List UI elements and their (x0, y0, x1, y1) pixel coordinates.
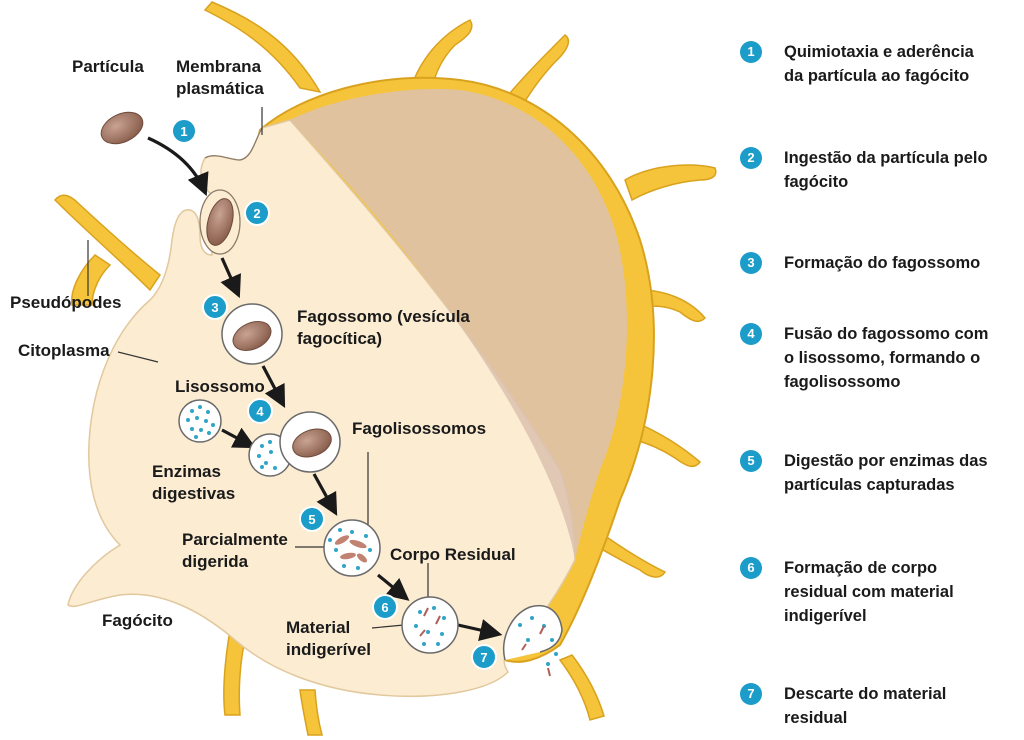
label-particula: Partícula (72, 56, 144, 78)
legend-badge-6: 6 (740, 557, 762, 579)
step-badge-2: 2 (245, 201, 269, 225)
label-fagolisossomos: Fagolisossomos (352, 418, 486, 440)
step-badge-5-text: 5 (308, 512, 315, 527)
legend-badge-7: 7 (740, 683, 762, 705)
legend-text-1: Quimiotaxia e aderência da partícula ao … (784, 40, 1024, 88)
particle-free (96, 106, 148, 150)
label-corpo-residual: Corpo Residual (390, 544, 516, 566)
residual-body (402, 597, 458, 653)
label-enzimas-digestivas: Enzimas digestivas (152, 461, 235, 505)
lysosome (179, 400, 221, 442)
step-badge-4-text: 4 (256, 404, 264, 419)
step-badge-5: 5 (300, 507, 324, 531)
label-citoplasma: Citoplasma (18, 340, 110, 362)
label-material-indigerivel: Material indigerível (286, 617, 371, 661)
legend-text-6: Formação de corpo residual com material … (784, 556, 1024, 628)
legend-text-2: Ingestão da partícula pelo fagócito (784, 146, 1024, 194)
legend-badge-1: 1 (740, 41, 762, 63)
label-parcialmente-digerida: Parcialmente digerida (182, 529, 288, 573)
legend-text-3: Formação do fagossomo (784, 251, 1024, 275)
step-badge-1-text: 1 (180, 124, 187, 139)
legend-badge-3: 3 (740, 252, 762, 274)
step-badge-6-text: 6 (381, 600, 388, 615)
label-fagocito: Fagócito (102, 610, 173, 632)
legend-badge-5: 5 (740, 450, 762, 472)
step-badge-3-text: 3 (211, 300, 218, 315)
step-badge-6: 6 (373, 595, 397, 619)
label-pseudopodes: Pseudópodes (10, 292, 121, 314)
step-badge-1: 1 (172, 119, 196, 143)
label-lisossomo: Lisossomo (175, 376, 265, 398)
pseudopod-left-upper (55, 195, 160, 290)
pseudopod-bottom-right (560, 655, 604, 720)
step-badge-2-text: 2 (253, 206, 260, 221)
pseudopod-right-1 (625, 165, 716, 200)
phagosome (222, 304, 282, 364)
partially-digested-vesicle (324, 520, 380, 576)
step-badge-4: 4 (248, 399, 272, 423)
legend-text-7: Descarte do material residual (784, 682, 1024, 730)
pseudopod-bottom-mid (300, 690, 322, 735)
step-badge-3: 3 (203, 295, 227, 319)
legend-text-4: Fusão do fagossomo com o lisossomo, form… (784, 322, 1024, 394)
legend-badge-2: 2 (740, 147, 762, 169)
step-badge-7-text: 7 (480, 650, 487, 665)
label-fagossomo: Fagossomo (vesícula fagocítica) (297, 306, 470, 350)
cell-cutaway (68, 89, 627, 696)
arrow-1 (148, 138, 205, 192)
label-membrana-plasmatica: Membrana plasmática (176, 56, 264, 100)
ingestion-pocket (200, 190, 240, 254)
legend-text-5: Digestão por enzimas das partículas capt… (784, 449, 1024, 497)
legend-badge-4: 4 (740, 323, 762, 345)
step-badge-7: 7 (472, 645, 496, 669)
